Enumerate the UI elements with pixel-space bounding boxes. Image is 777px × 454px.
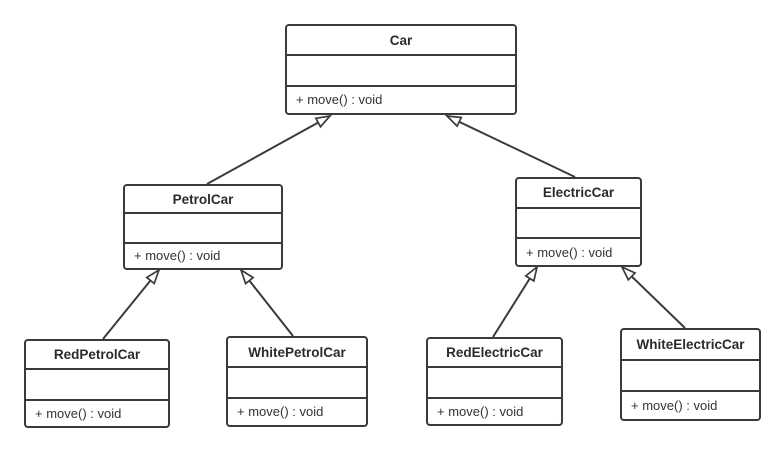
class-name: WhitePetrolCar [248, 344, 346, 360]
class-name: RedElectricCar [446, 345, 543, 361]
class-name: WhiteElectricCar [636, 336, 745, 352]
class-method: + move() : void [622, 390, 759, 419]
class-attributes-compartment [228, 366, 366, 397]
class-attributes-compartment [428, 366, 561, 396]
class-method: + move() : void [517, 237, 640, 265]
class-name: Car [389, 32, 413, 48]
class-method: + move() : void [26, 398, 168, 426]
class-box-redelectriccar[interactable]: RedElectricCar + move() : void [426, 337, 563, 426]
generalization-edge-redpetrolcar-to-petrolcar [102, 268, 161, 340]
class-name: RedPetrolCar [53, 347, 141, 363]
class-attributes-compartment [517, 206, 640, 238]
class-method: + move() : void [228, 396, 366, 425]
class-box-electriccar[interactable]: ElectricCar + move() : void [515, 177, 642, 267]
class-method: + move() : void [287, 84, 515, 113]
class-box-petrolcar[interactable]: PetrolCar + move() : void [123, 184, 283, 270]
generalization-edge-redelectriccar-to-electriccar [492, 264, 539, 338]
generalization-edge-petrolcar-to-car [206, 114, 333, 185]
class-box-whitepetrolcar[interactable]: WhitePetrolCar + move() : void [226, 336, 368, 427]
class-attributes-compartment [125, 212, 281, 241]
generalization-edge-whitepetrolcar-to-petrolcar [239, 268, 294, 337]
class-name: ElectricCar [542, 185, 615, 201]
class-name: PetrolCar [172, 191, 234, 207]
generalization-edge-electriccar-to-car [444, 114, 576, 178]
class-attributes-compartment [622, 358, 759, 391]
class-attributes-compartment [287, 54, 515, 85]
class-method: + move() : void [428, 396, 561, 424]
class-method: + move() : void [125, 241, 281, 268]
generalization-edge-whiteelectriccar-to-electriccar [620, 265, 686, 329]
class-attributes-compartment [26, 368, 168, 398]
class-box-car[interactable]: Car + move() : void [285, 24, 517, 115]
class-box-redpetrolcar[interactable]: RedPetrolCar + move() : void [24, 339, 170, 428]
class-box-whiteelectriccar[interactable]: WhiteElectricCar + move() : void [620, 328, 761, 421]
